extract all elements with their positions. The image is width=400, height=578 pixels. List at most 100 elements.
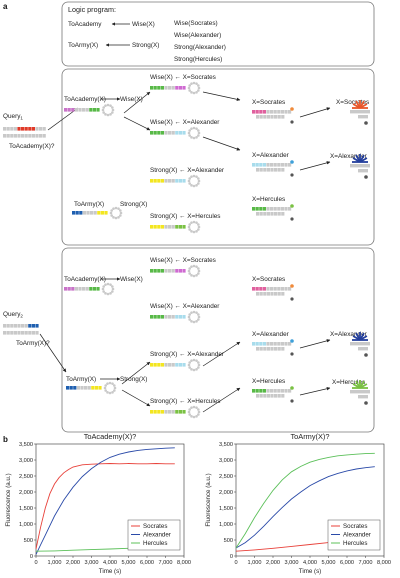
query1-text: ToAcademy(X)?	[9, 143, 55, 150]
result-strand-hercules	[252, 386, 294, 403]
strand-segment	[259, 163, 263, 167]
hairpin-bead	[192, 184, 196, 188]
strand-segment	[182, 131, 186, 135]
hairpin-bead	[106, 103, 110, 107]
strand-segment	[358, 347, 368, 351]
y-tick-label: 500	[224, 538, 233, 544]
result-strand-alexander	[252, 339, 294, 356]
strand-segment	[100, 211, 104, 215]
strand-segment	[153, 179, 157, 183]
hairpin-bead	[104, 113, 107, 116]
strand-segment	[21, 127, 25, 131]
strand-segment	[10, 127, 14, 131]
result-strand-socrates	[252, 107, 294, 124]
strand-segment	[168, 269, 172, 273]
army-gate-strand	[72, 211, 108, 215]
reporter-alexander	[350, 154, 370, 179]
strand-segment	[171, 179, 175, 183]
strong-hercules-hairpin	[187, 220, 201, 234]
legend-entry: Hercules	[143, 540, 167, 547]
hairpin-bead	[197, 313, 200, 316]
hairpin-bead	[192, 174, 196, 178]
strand-segment	[150, 410, 154, 414]
strong-alexander-strand	[150, 363, 186, 367]
strand-segment	[94, 386, 98, 390]
result-arrow	[202, 341, 241, 367]
strand-segment	[175, 86, 179, 90]
strand-segment	[255, 389, 259, 393]
hairpin-bead	[188, 313, 191, 316]
hairpin-bead	[106, 391, 109, 394]
strand-segment	[263, 212, 267, 216]
strand-segment	[280, 389, 284, 393]
strand-segment	[280, 110, 284, 114]
strand-segment	[277, 347, 281, 351]
hairpin-bead	[192, 274, 196, 278]
strand-segment	[182, 269, 186, 273]
strand-segment	[157, 179, 161, 183]
hairpin-bead	[195, 368, 198, 371]
result-arrow	[202, 136, 241, 151]
strand-segment	[21, 134, 25, 138]
strand-segment	[270, 287, 274, 291]
hairpin-bead	[109, 104, 112, 107]
strand-segment	[153, 131, 157, 135]
series-line	[35, 463, 175, 550]
q2-output-label: X=Hercules	[332, 379, 365, 386]
q2-branch-label: Wise(X) ← X=Socrates	[150, 257, 216, 264]
strand-segment	[273, 389, 277, 393]
panel-a-label: a	[3, 2, 8, 11]
hairpin-bead	[108, 391, 112, 395]
legend-entry: Hercules	[343, 540, 367, 547]
strand-segment	[160, 131, 164, 135]
strand-segment	[259, 207, 263, 211]
strand-segment	[64, 108, 68, 112]
hairpin-bead	[187, 315, 191, 319]
strand-segment	[281, 115, 285, 119]
strand-segment	[256, 212, 260, 216]
strand-segment	[270, 163, 274, 167]
rule-head: ToArmy(X)	[68, 42, 98, 49]
hairpin-bead	[190, 265, 193, 268]
q2-output-label: X=Alexander	[330, 331, 368, 338]
q1-rule-head: ToAcademy(X)	[64, 96, 106, 103]
strand-segment	[284, 389, 288, 393]
strand-segment	[64, 287, 68, 291]
quencher-dot	[290, 173, 294, 177]
strand-segment	[270, 115, 274, 119]
fluorophore-dot	[290, 386, 294, 390]
q2-branch-label: Strong(X) ← X=Alexander	[150, 351, 225, 358]
strand-segment	[266, 115, 270, 119]
strand-segment	[28, 127, 32, 131]
strand-segment	[350, 110, 370, 114]
strand-segment	[259, 287, 263, 291]
series-line	[235, 452, 375, 549]
strand-segment	[266, 212, 270, 216]
hairpin-bead	[192, 320, 196, 324]
strand-segment	[3, 134, 7, 138]
strand-segment	[259, 389, 263, 393]
strand-segment	[274, 292, 278, 296]
strand-segment	[263, 115, 267, 119]
y-axis-label: Fluorescence (a.u.)	[205, 473, 212, 526]
strand-segment	[171, 363, 175, 367]
q2-branch-label: Strong(X) ← X=Hercules	[150, 398, 221, 405]
strand-segment	[175, 363, 179, 367]
strand-segment	[259, 110, 263, 114]
strand-segment	[270, 207, 274, 211]
strand-segment	[281, 168, 285, 172]
hairpin-bead	[187, 131, 191, 135]
strand-segment	[288, 389, 292, 393]
hairpin-bead	[187, 410, 191, 414]
strand-segment	[255, 207, 259, 211]
hairpin-bead	[109, 283, 112, 286]
strand-segment	[157, 363, 161, 367]
hairpin-bead	[113, 389, 116, 392]
strand-segment	[160, 363, 164, 367]
hairpin-bead	[197, 134, 200, 137]
chart-title: ToAcademy(X)?	[84, 432, 137, 441]
strand-segment	[266, 110, 270, 114]
hairpin-bead	[190, 221, 193, 224]
hairpin-bead	[190, 274, 193, 277]
